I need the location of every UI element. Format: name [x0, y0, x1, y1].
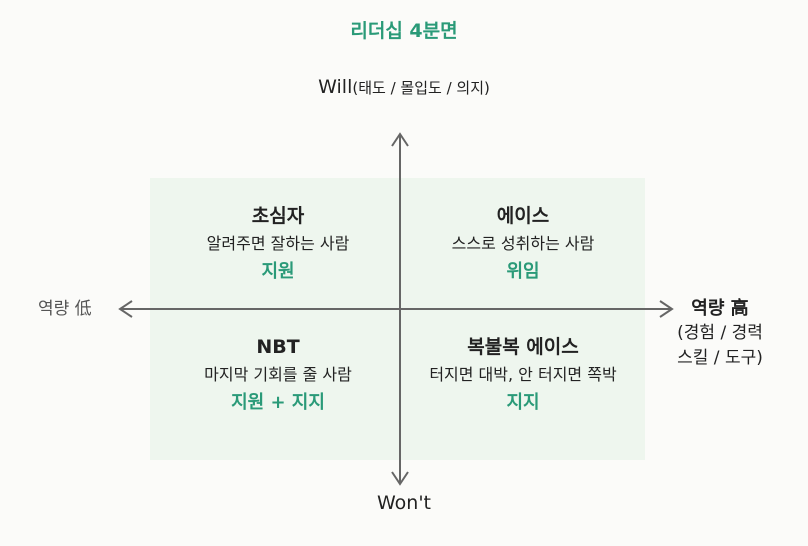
quadrant-name: NBT	[256, 336, 300, 358]
quadrant-action: 지원	[261, 261, 295, 282]
quadrant-name: 에이스	[496, 205, 550, 227]
will-sublabel: (태도 / 몰입도 / 의지)	[352, 79, 490, 97]
competency-sub2: 스킬 / 도구)	[677, 348, 763, 368]
quadrant-name: 복불복 에이스	[467, 336, 579, 358]
quadrant-desc: 터지면 대박, 안 터지면 쪽박	[429, 365, 617, 384]
quadrant-background	[150, 178, 645, 460]
quadrant-nbt: NBT 마지막 기회를 줄 사람 지원 + 지지	[158, 333, 398, 417]
quadrant-desc: 스스로 성취하는 사람	[451, 234, 595, 253]
axis-left-label: 역량 低	[38, 299, 92, 319]
quadrant-name: 초심자	[251, 205, 305, 227]
quadrant-action: 위임	[506, 261, 540, 282]
quadrant-random-ace: 복불복 에이스 터지면 대박, 안 터지면 쪽박 지지	[403, 333, 643, 417]
axis-right-label: 역량 高 (경험 / 경력 스킬 / 도구)	[660, 296, 780, 371]
quadrant-ace: 에이스 스스로 성취하는 사람 위임	[403, 202, 643, 286]
competency-sub1: (경험 / 경력	[677, 323, 763, 343]
diagram-title: 리더십 4분면	[350, 20, 458, 42]
quadrant-beginner: 초심자 알려주면 잘하는 사람 지원	[158, 202, 398, 286]
will-label: Will	[318, 76, 353, 98]
competency-high-label: 역량 高	[691, 298, 749, 319]
quadrant-desc: 알려주면 잘하는 사람	[206, 234, 350, 253]
quadrant-desc: 마지막 기회를 줄 사람	[204, 365, 352, 384]
quadrant-action: 지지	[506, 392, 540, 413]
axis-top-label: Will(태도 / 몰입도 / 의지)	[0, 76, 808, 98]
axis-bottom-label: Won't	[376, 492, 431, 514]
quadrant-action: 지원 + 지지	[231, 392, 325, 413]
